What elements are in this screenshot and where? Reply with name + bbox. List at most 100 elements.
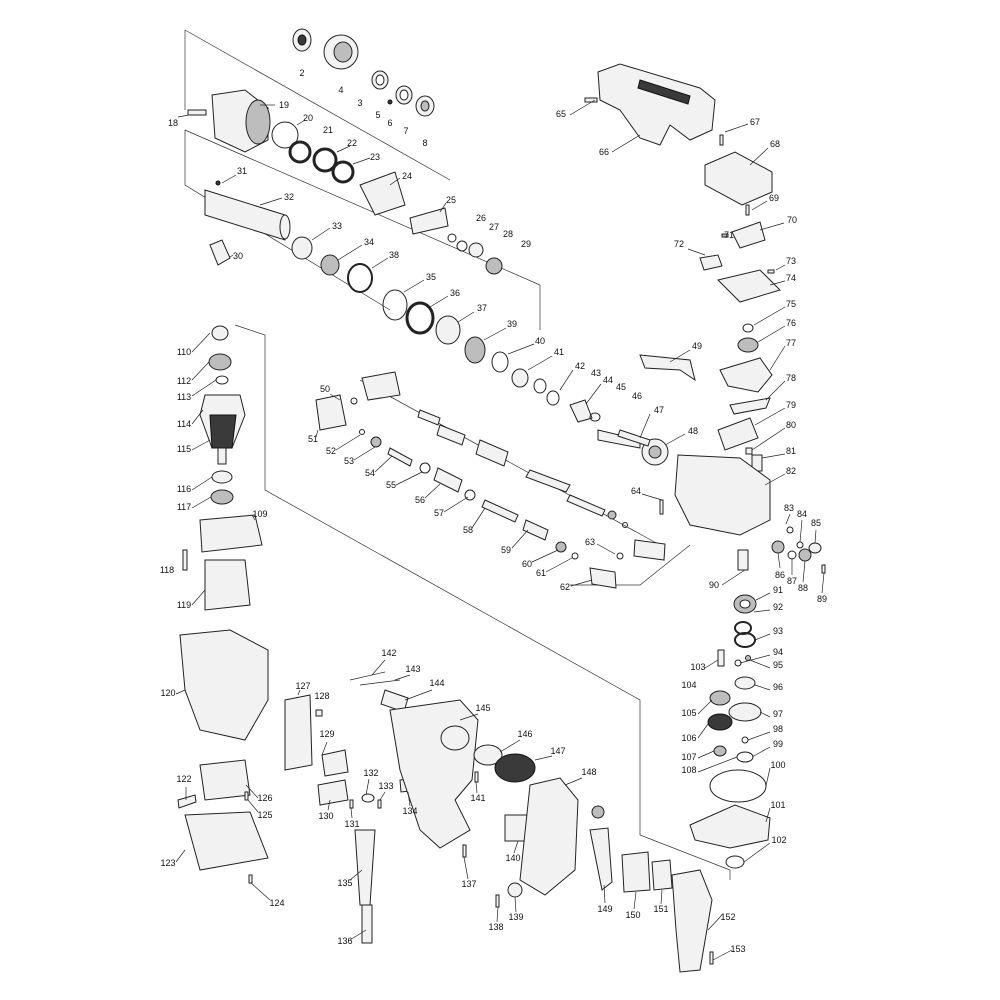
callout-30: 30 [233,251,243,261]
callout-18: 18 [168,118,178,128]
motor-parts [182,325,263,611]
callout-143: 143 [405,664,420,674]
callout-33: 33 [332,221,342,231]
callout-78: 78 [786,373,796,383]
mechanism-parts [315,354,696,589]
callout-44: 44 [603,375,613,385]
callout-94: 94 [773,647,783,657]
callout-117: 117 [177,502,191,512]
callout-116: 116 [177,484,191,494]
callout-37: 37 [477,303,487,313]
callout-32: 32 [284,192,294,202]
callout-106: 106 [681,733,696,743]
callout-5: 5 [375,110,380,120]
callout-85: 85 [811,518,821,528]
callout-97: 97 [773,709,783,719]
callout-4: 4 [338,85,343,95]
callout-124: 124 [269,898,284,908]
callout-59: 59 [501,545,511,555]
callout-107: 107 [681,752,696,762]
callout-130: 130 [318,811,333,821]
callout-104: 104 [681,680,696,690]
callout-135: 135 [337,878,352,888]
callout-139: 139 [508,912,523,922]
callout-73: 73 [786,256,796,266]
callout-3: 3 [357,98,362,108]
callout-26: 26 [476,213,486,223]
callout-69: 69 [769,193,779,203]
callout-134: 134 [402,806,417,816]
callout-100: 100 [770,760,785,770]
callout-39: 39 [507,319,517,329]
callout-27: 27 [489,222,499,232]
leader-lines [175,99,825,961]
callout-67: 67 [750,117,760,127]
callout-132: 132 [363,768,378,778]
callout-108: 108 [681,765,696,775]
callout-115: 115 [177,444,191,454]
callout-72: 72 [674,239,684,249]
callout-122: 122 [176,774,191,784]
callout-47: 47 [654,405,664,415]
callout-151: 151 [653,904,668,914]
callout-77: 77 [786,338,796,348]
callout-57: 57 [434,508,444,518]
callout-45: 45 [616,382,626,392]
callout-40: 40 [535,336,545,346]
callout-112: 112 [177,376,191,386]
callout-144: 144 [429,678,444,688]
callout-70: 70 [787,215,797,225]
callout-98: 98 [773,724,783,734]
callout-76: 76 [786,318,796,328]
callout-86: 86 [775,570,785,580]
upper-barrel-assembly [177,28,669,466]
callout-36: 36 [450,288,460,298]
callout-99: 99 [773,739,783,749]
callout-71: 71 [724,230,734,240]
callout-7: 7 [403,126,408,136]
callout-46: 46 [632,391,642,401]
callout-136: 136 [337,936,352,946]
callout-89: 89 [817,594,827,604]
callout-129: 129 [319,729,334,739]
callout-8: 8 [422,138,427,148]
callout-62: 62 [560,582,570,592]
callout-145: 145 [475,703,490,713]
callout-93: 93 [773,626,783,636]
callout-38: 38 [389,250,399,260]
callout-103: 103 [690,662,705,672]
callout-66: 66 [599,147,609,157]
gear-column [689,594,771,869]
callout-90: 90 [709,580,719,590]
callout-82: 82 [786,466,796,476]
callout-65: 65 [556,109,566,119]
callout-2: 2 [299,68,304,78]
callout-51: 51 [308,434,318,444]
callout-110: 110 [177,347,191,357]
callout-146: 146 [517,729,532,739]
callout-22: 22 [347,138,357,148]
callout-35: 35 [426,272,436,282]
callout-91: 91 [773,585,783,595]
callout-60: 60 [522,559,532,569]
callout-81: 81 [786,446,796,456]
callout-6: 6 [387,118,392,128]
callout-125: 125 [257,810,272,820]
callout-43: 43 [591,368,601,378]
callout-52: 52 [326,446,336,456]
callout-149: 149 [597,904,612,914]
callout-75: 75 [786,299,796,309]
callout-21: 21 [323,125,333,135]
callout-142: 142 [381,648,396,658]
callout-128: 128 [314,691,329,701]
callout-53: 53 [344,456,354,466]
callout-41: 41 [554,347,564,357]
callout-54: 54 [365,468,375,478]
callout-153: 153 [730,944,745,954]
callout-25: 25 [446,195,456,205]
callout-118: 118 [160,565,174,575]
callout-64: 64 [631,486,641,496]
callout-102: 102 [771,835,786,845]
callout-137: 137 [461,879,476,889]
